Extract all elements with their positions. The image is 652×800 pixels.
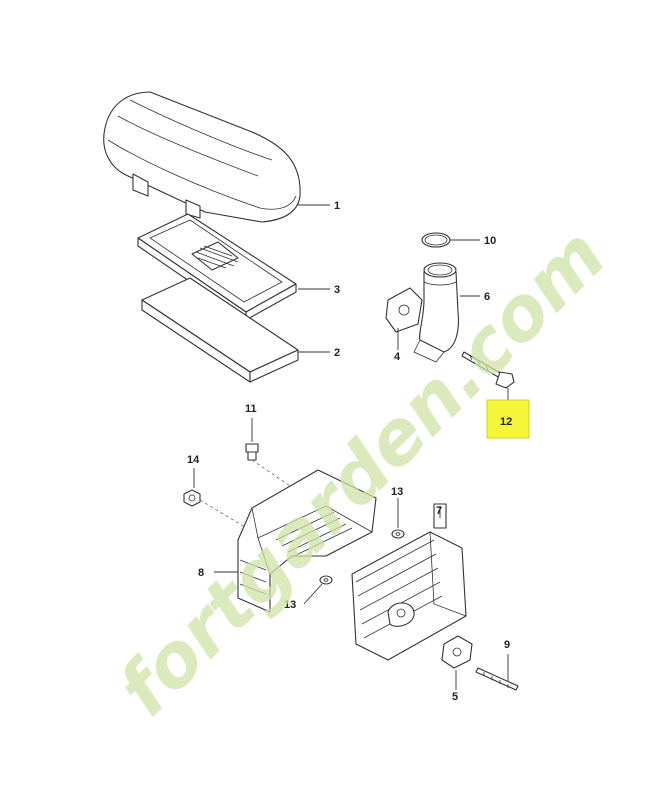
callout-11[interactable]: 11	[245, 403, 257, 415]
hex-nut[interactable]	[183, 489, 251, 531]
callout-labels: 1 2 3 4 5 6 7 8 9 10 11 12 13 13 14	[187, 200, 530, 703]
callout-6[interactable]: 6	[484, 291, 490, 303]
muffler-gasket[interactable]	[441, 635, 473, 669]
air-filter-cover[interactable]	[103, 91, 301, 223]
callout-2[interactable]: 2	[334, 347, 340, 359]
callout-13-lower[interactable]: 13	[284, 599, 296, 611]
callout-3[interactable]: 3	[334, 284, 340, 296]
intake-gasket[interactable]	[385, 287, 423, 333]
heat-shield-screw[interactable]	[245, 443, 341, 521]
callout-13-upper[interactable]: 13	[391, 486, 403, 498]
long-bolt[interactable]	[461, 351, 515, 389]
callout-8[interactable]: 8	[198, 567, 204, 579]
callout-12-highlight	[486, 399, 530, 439]
muffler-stud[interactable]	[475, 667, 519, 691]
o-ring[interactable]	[421, 232, 451, 248]
pre-filter-foam[interactable]	[141, 277, 299, 383]
callout-7[interactable]: 7	[436, 505, 442, 517]
heat-shield[interactable]	[237, 469, 377, 613]
muffler[interactable]	[351, 503, 467, 661]
callout-14[interactable]: 14	[187, 454, 200, 466]
leader-lines	[193, 204, 509, 690]
callout-9[interactable]: 9	[504, 639, 510, 651]
callout-12[interactable]: 12	[500, 416, 512, 428]
intake-elbow[interactable]	[413, 262, 460, 363]
washer-lower[interactable]	[319, 575, 333, 585]
callout-10[interactable]: 10	[484, 235, 496, 247]
callout-5[interactable]: 5	[452, 691, 458, 703]
callout-4[interactable]: 4	[394, 351, 401, 363]
callout-1[interactable]: 1	[334, 200, 340, 212]
washer-upper[interactable]	[391, 529, 405, 539]
